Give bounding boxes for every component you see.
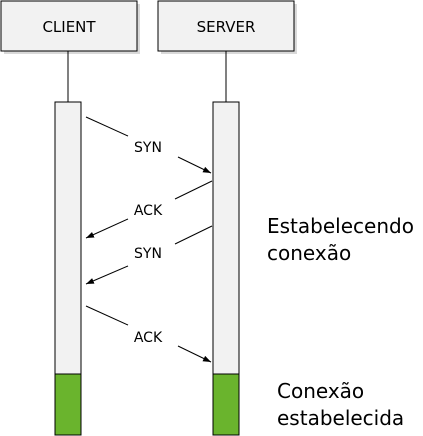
server-actor-box — [157, 0, 295, 52]
client-actor: CLIENT — [0, 0, 140, 54]
message-arrow — [174, 180, 213, 200]
server-activation-bar — [212, 101, 240, 375]
message-ack-server-to-client: ACK — [85, 180, 213, 239]
client-actor-label: CLIENT — [42, 18, 96, 36]
server-established-segment — [212, 373, 240, 436]
note-establishing-line-2: conexão — [267, 241, 351, 265]
message-arrow — [85, 305, 129, 326]
note-established: Conexão estabelecida — [277, 379, 404, 430]
message-label: ACK — [134, 203, 163, 219]
message-arrow — [177, 345, 212, 363]
message-label: SYN — [134, 140, 162, 156]
client-actor-box — [0, 0, 138, 52]
message-label: ACK — [134, 330, 163, 346]
client-activation-bar — [54, 101, 82, 375]
message-arrow — [85, 218, 129, 239]
client-established-segment — [54, 373, 82, 436]
message-label: SYN — [134, 246, 162, 262]
note-established-line-1: Conexão — [277, 379, 364, 403]
note-establishing: Estabelecendo conexão — [267, 214, 414, 265]
message-syn-server-to-client: SYN — [85, 225, 213, 285]
message-arrow — [85, 116, 129, 137]
message-arrow — [174, 225, 213, 245]
note-established-line-2: estabelecida — [277, 406, 404, 430]
server-actor: SERVER — [157, 0, 297, 54]
message-ack-client-to-server: ACK — [85, 305, 212, 363]
message-syn-client-to-server: SYN — [85, 116, 212, 174]
note-establishing-line-1: Estabelecendo — [267, 214, 414, 238]
message-arrow — [177, 156, 212, 174]
message-arrow — [85, 265, 129, 285]
server-actor-label: SERVER — [197, 18, 256, 36]
